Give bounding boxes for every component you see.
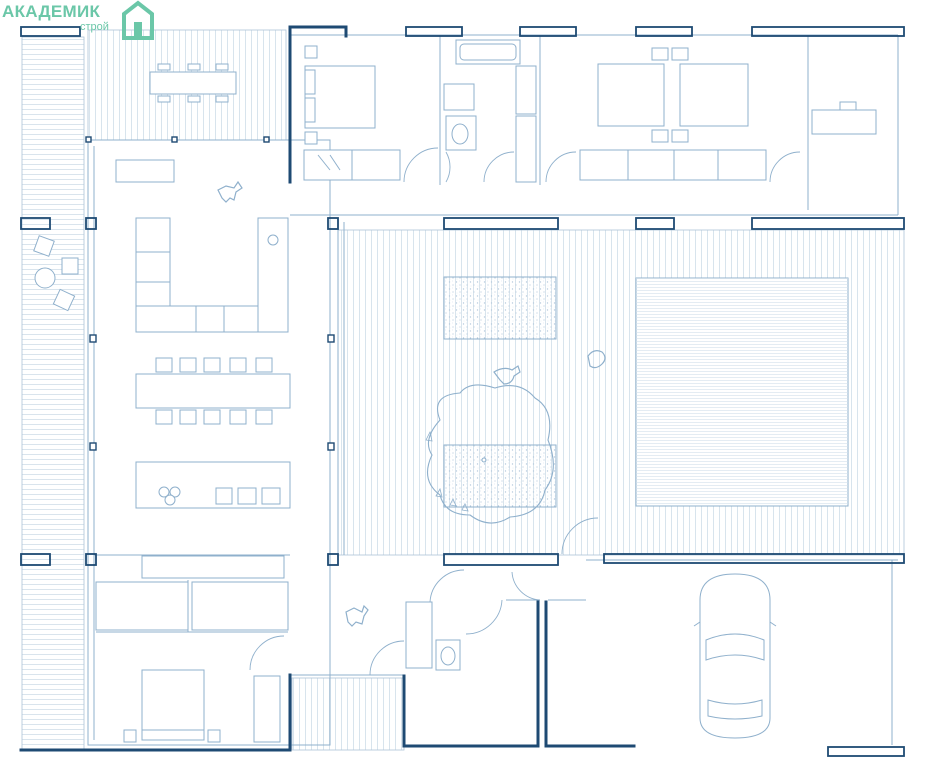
- double-bed-icon: [597, 47, 749, 143]
- wardrobe-icon: [303, 149, 401, 181]
- double-bed-icon: [123, 669, 221, 743]
- tree-canopy-icon: [425, 384, 554, 524]
- dining-table-icon: [135, 357, 291, 425]
- cat-icon: [587, 350, 606, 369]
- logo-subtitle: строй: [80, 21, 109, 33]
- company-logo: АКАДЕМИК строй: [2, 0, 162, 42]
- kitchen-island-icon: [135, 217, 289, 333]
- gravel-bed-bottom: [443, 444, 557, 508]
- bathtub-icon: [455, 39, 521, 65]
- lounge-chair-icon: [33, 235, 79, 312]
- logo-name: АКАДЕМИК: [2, 2, 101, 21]
- entry-deck: [291, 677, 405, 751]
- house-outline-icon: [122, 0, 154, 40]
- toilet-icon: [435, 639, 461, 671]
- door-swing-icon: [249, 147, 801, 676]
- left-deck: [21, 36, 85, 750]
- furniture: [33, 39, 877, 743]
- structural-walls: [19, 25, 905, 757]
- dog-icon: [217, 180, 521, 627]
- column-markers: [85, 136, 335, 451]
- car-icon: [693, 573, 777, 739]
- toilet-icon: [445, 115, 477, 151]
- dining-table-icon: [149, 63, 237, 103]
- pool-area: [635, 277, 849, 507]
- gravel-bed-top: [443, 276, 557, 340]
- double-bed-icon: [304, 45, 376, 145]
- interior-outlines: [87, 34, 899, 746]
- wardrobe-icon: [579, 149, 767, 181]
- desk-icon: [811, 101, 877, 135]
- stovetop-icon: [135, 461, 291, 509]
